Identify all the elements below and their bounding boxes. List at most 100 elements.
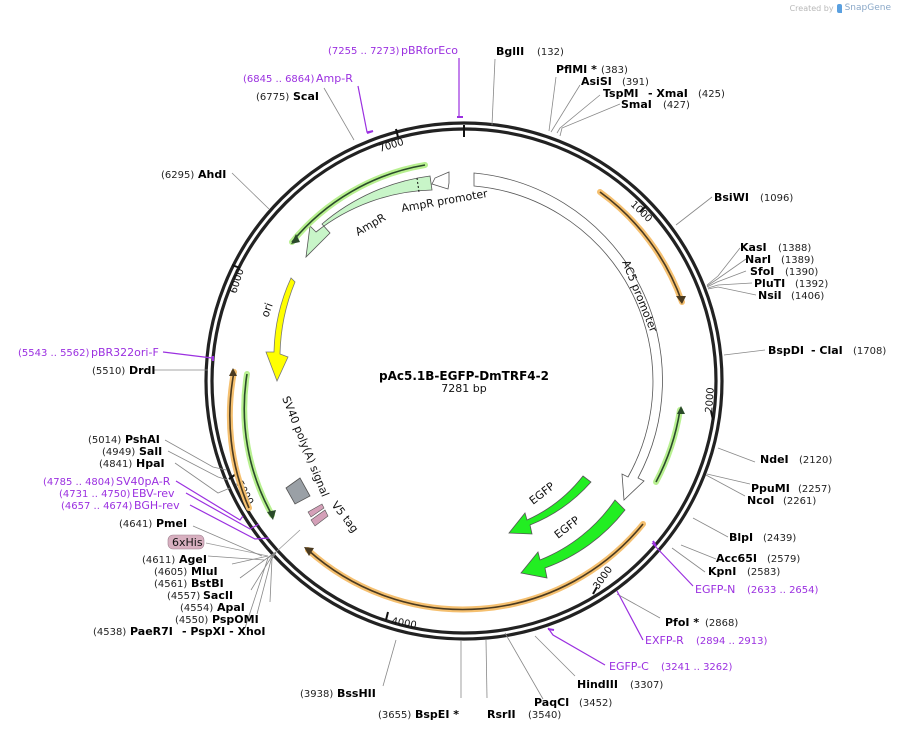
svg-text:SalI: SalI — [139, 445, 162, 458]
enzyme-pluti[interactable]: PluTI(1392) — [754, 277, 828, 290]
enzyme-nari[interactable]: NarI(1389) — [745, 253, 814, 266]
enzyme-bsiwi[interactable]: BsiWI(1096) — [714, 191, 793, 204]
primer-pbr322ori-f[interactable]: (5543 .. 5562)pBR322ori-F — [18, 346, 159, 359]
primer-exfp-r[interactable]: EXFP-R(2894 .. 2913) — [645, 634, 768, 647]
feature-label-ampr: AmpR — [353, 211, 388, 239]
enzyme-bspdi-clai[interactable]: BspDI- ClaI(1708) — [768, 344, 886, 357]
enzyme-pspomi[interactable]: (4550)PspOMI — [175, 613, 259, 626]
tick-label-4000: 4000 — [390, 616, 417, 631]
enzyme-nsii[interactable]: NsiI(1406) — [758, 289, 824, 302]
svg-text:BspEI *: BspEI * — [415, 708, 459, 721]
svg-text:(4657 .. 4674): (4657 .. 4674) — [61, 501, 133, 512]
svg-text:AsiSI: AsiSI — [581, 75, 612, 88]
enzyme-hindiii[interactable]: HindIII (3307) — [577, 678, 663, 691]
enzyme-paer7i-pspxi-xhoi[interactable]: (4538)PaeR7I- PspXI - XhoI — [93, 625, 265, 638]
enzyme-ahdi[interactable]: (6295)AhdI — [161, 168, 226, 181]
svg-text:PmeI: PmeI — [156, 517, 187, 530]
svg-text:PaqCI: PaqCI — [534, 696, 569, 709]
svg-text:RsrII: RsrII — [487, 708, 516, 721]
enzyme-paqci[interactable]: PaqCI (3452) — [534, 696, 612, 709]
svg-text:Acc65I: Acc65I — [716, 552, 757, 565]
feature-sv40-polya[interactable]: SV40 poly(A) signal — [279, 394, 332, 505]
svg-text:(4561): (4561) — [154, 579, 187, 590]
enzyme-sfoi[interactable]: SfoI(1390) — [750, 265, 818, 278]
enzyme-ndei[interactable]: NdeI(2120) — [760, 453, 832, 466]
enzyme-kpni[interactable]: KpnI(2583) — [708, 565, 780, 578]
enzyme-apai[interactable]: (4554)ApaI — [180, 601, 245, 614]
svg-text:HindIII: HindIII — [577, 678, 618, 691]
enzyme-acc65i[interactable]: Acc65I(2579) — [716, 552, 800, 565]
enzyme-hpai[interactable]: (4841)HpaI — [99, 457, 165, 470]
enzyme-bspei[interactable]: (3655)BspEI * — [378, 708, 459, 721]
enzyme-pfoi[interactable]: PfoI * (2868) — [665, 616, 738, 629]
svg-text:(2257): (2257) — [798, 484, 831, 495]
svg-text:PfoI *: PfoI * — [665, 616, 699, 629]
primer-labels: (7255 .. 7273)pBRforEco (6845 .. 6864)Am… — [18, 44, 819, 673]
svg-text:BglII: BglII — [496, 45, 524, 58]
feature-ori[interactable]: ori — [259, 277, 296, 383]
enzyme-mlui[interactable]: (4605)MluI — [154, 565, 218, 578]
enzyme-agei[interactable]: (4611)AgeI — [142, 553, 207, 566]
enzyme-asisi[interactable]: AsiSI(391) — [581, 75, 649, 88]
enzyme-ppumi[interactable]: PpuMI(2257) — [751, 482, 831, 495]
enzyme-bglii[interactable]: BglII(132) — [496, 45, 564, 58]
enzyme-tspmi-xmai[interactable]: TspMI- XmaI(425) — [603, 87, 725, 100]
svg-text:BstBI: BstBI — [191, 577, 224, 590]
enzyme-ncoi[interactable]: NcoI(2261) — [747, 494, 816, 507]
primer-leader-lines — [162, 58, 694, 666]
svg-text:PaeR7I: PaeR7I — [130, 625, 173, 638]
enzyme-pflmi[interactable]: PflMI *(383) — [556, 63, 628, 76]
feature-v5-tag[interactable]: V5 tag — [307, 499, 361, 535]
svg-text:EBV-rev: EBV-rev — [132, 487, 175, 500]
feature-label-sv40-polya: SV40 poly(A) signal — [279, 394, 331, 498]
svg-text:- ClaI: - ClaI — [811, 344, 843, 357]
svg-text:NdeI: NdeI — [760, 453, 789, 466]
feature-6xhis[interactable]: 6xHis — [167, 529, 301, 557]
svg-text:(4641): (4641) — [119, 519, 152, 530]
tick-label-2000: 2000 — [704, 387, 717, 413]
svg-text:pBR322ori-F: pBR322ori-F — [91, 346, 159, 359]
primer-ebv-rev[interactable]: (4731 .. 4750)EBV-rev — [59, 487, 175, 500]
svg-text:(5510): (5510) — [92, 366, 125, 377]
svg-text:(1388): (1388) — [778, 243, 811, 254]
svg-text:(1708): (1708) — [853, 346, 886, 357]
svg-text:BsiWI: BsiWI — [714, 191, 749, 204]
enzyme-kasi[interactable]: KasI(1388) — [740, 241, 811, 254]
snapgene-logo-icon — [836, 3, 842, 13]
primer-sv40pa-r[interactable]: (4785 .. 4804)SV40pA-R — [43, 475, 171, 488]
enzyme-scai[interactable]: (6775)ScaI — [256, 90, 319, 103]
enzyme-bstbi[interactable]: (4561) BstBI — [154, 577, 224, 590]
enzyme-bsshii[interactable]: (3938)BssHII — [300, 687, 376, 700]
svg-text:(4949): (4949) — [102, 447, 135, 458]
svg-text:(6845 .. 6864): (6845 .. 6864) — [243, 74, 315, 85]
feature-label-6xhis: 6xHis — [172, 536, 203, 549]
svg-text:DrdI: DrdI — [129, 364, 156, 377]
enzyme-drdi[interactable]: (5510) DrdI — [92, 364, 156, 377]
feature-ampr[interactable]: AmpR — [305, 175, 433, 259]
svg-text:(4554): (4554) — [180, 603, 213, 614]
primer-bgh-rev[interactable]: (4657 .. 4674)BGH-rev — [61, 499, 180, 512]
svg-text:PshAI: PshAI — [125, 433, 160, 446]
enzyme-pshai[interactable]: (5014)PshAI — [88, 433, 160, 446]
feature-egfp-2[interactable]: EGFP — [520, 499, 626, 579]
svg-text:NsiI: NsiI — [758, 289, 782, 302]
svg-text:BGH-rev: BGH-rev — [134, 499, 180, 512]
primer-egfp-n[interactable]: EGFP-N(2633 .. 2654) — [695, 583, 819, 596]
enzyme-pmei[interactable]: (4641) PmeI — [119, 517, 187, 530]
svg-text:(2868): (2868) — [705, 618, 738, 629]
svg-text:(3307): (3307) — [630, 680, 663, 691]
svg-text:(3452): (3452) — [579, 698, 612, 709]
primer-egfp-c[interactable]: EGFP-C(3241 .. 3262) — [609, 660, 733, 673]
svg-text:(2633 .. 2654): (2633 .. 2654) — [747, 585, 819, 596]
svg-text:(4731 .. 4750): (4731 .. 4750) — [59, 489, 131, 500]
enzyme-sali[interactable]: (4949) SalI — [102, 445, 162, 458]
enzyme-rsrii[interactable]: RsrII(3540) — [487, 708, 561, 721]
enzyme-smai[interactable]: SmaI(427) — [621, 98, 690, 111]
primer-amp-r[interactable]: (6845 .. 6864)Amp-R — [243, 72, 353, 85]
svg-text:(4550): (4550) — [175, 615, 208, 626]
enzyme-sacii[interactable]: (4557)SacII — [167, 589, 233, 602]
primer-pbrforeco[interactable]: (7255 .. 7273)pBRforEco — [328, 44, 458, 57]
svg-text:(1392): (1392) — [795, 279, 828, 290]
enzyme-blpi[interactable]: BlpI(2439) — [729, 531, 796, 544]
